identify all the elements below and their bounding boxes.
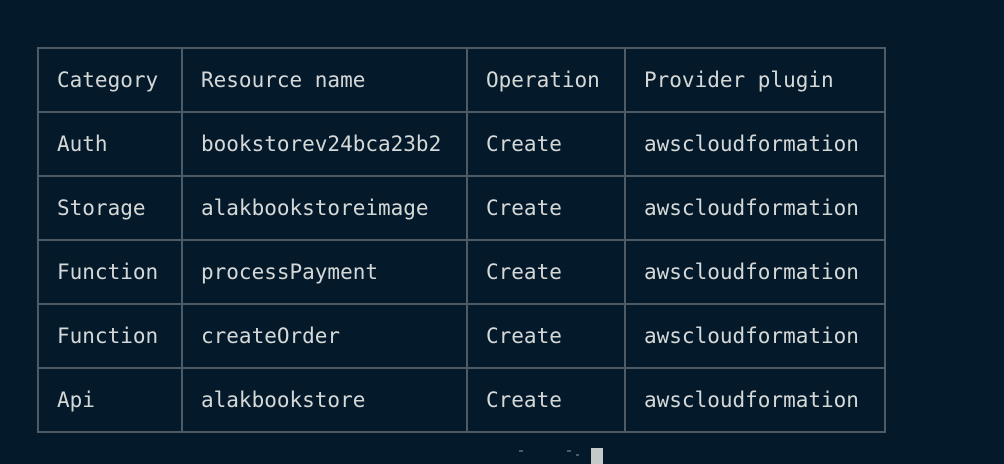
table-cell: alakbookstoreimage xyxy=(181,175,468,241)
table-cell: bookstorev24bca23b2 xyxy=(181,111,468,177)
table-cell: Function xyxy=(37,303,183,369)
column-header: Category xyxy=(37,47,183,113)
table-cell: Create xyxy=(466,239,626,305)
table-cell: Function xyxy=(37,239,183,305)
table-cell: awscloudformation xyxy=(624,111,886,177)
table-cell: Api xyxy=(37,367,183,433)
table-cell: Create xyxy=(466,303,626,369)
clipped-text-fragment xyxy=(576,454,579,456)
column-header: Resource name xyxy=(181,47,468,113)
table-cell: createOrder xyxy=(181,303,468,369)
table-cell: Auth xyxy=(37,111,183,177)
clipped-prompt-line xyxy=(0,446,1004,464)
table-cell: Create xyxy=(466,367,626,433)
table-cell: awscloudformation xyxy=(624,367,886,433)
clipped-text-fragment xyxy=(567,450,571,452)
table-cell: alakbookstore xyxy=(181,367,468,433)
table-cell: Storage xyxy=(37,175,183,241)
terminal-cursor-icon xyxy=(591,448,603,464)
table-cell: Create xyxy=(466,111,626,177)
table-cell: processPayment xyxy=(181,239,468,305)
table-cell: awscloudformation xyxy=(624,303,886,369)
table-cell: awscloudformation xyxy=(624,175,886,241)
table-cell: awscloudformation xyxy=(624,239,886,305)
clipped-text-fragment xyxy=(519,450,523,452)
column-header: Operation xyxy=(466,47,626,113)
table-cell: Create xyxy=(466,175,626,241)
column-header: Provider plugin xyxy=(624,47,886,113)
